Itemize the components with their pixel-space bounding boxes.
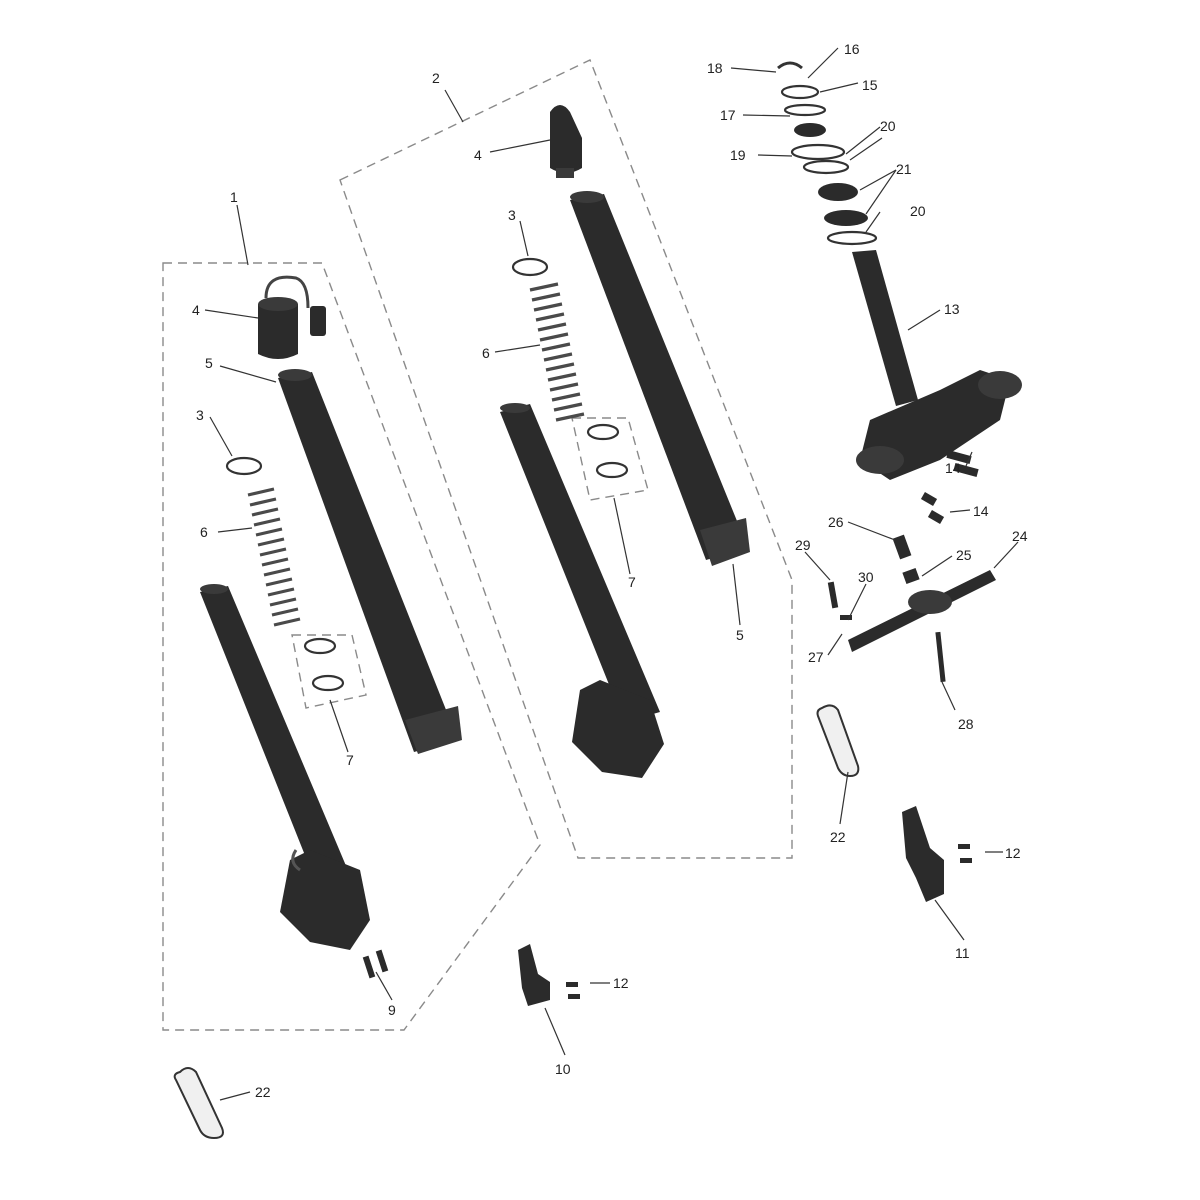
callout-16: 16 — [844, 41, 860, 57]
callout-30: 30 — [858, 569, 874, 585]
callout-26: 26 — [828, 514, 844, 530]
callout-14-upper: 14 — [945, 460, 961, 476]
callout-29: 29 — [795, 537, 811, 553]
callout-13: 13 — [944, 301, 960, 317]
part-7-left-outline — [291, 634, 367, 709]
bushing-left-lower — [311, 674, 345, 692]
o-ring-left — [225, 456, 263, 476]
decal-22-upper — [816, 704, 860, 778]
callout-2: 2 — [432, 70, 440, 86]
callout-4-left: 4 — [192, 302, 200, 318]
callout-14-lower: 14 — [973, 503, 989, 519]
callout-19: 19 — [730, 147, 746, 163]
decal-22-lower — [173, 1067, 224, 1140]
callout-3-left: 3 — [196, 407, 204, 423]
callout-9: 9 — [388, 1002, 396, 1018]
part-7-right-outline — [571, 417, 649, 501]
callout-1: 1 — [230, 189, 238, 205]
o-ring-right — [511, 257, 549, 277]
fork-inner-tube-left — [200, 584, 370, 950]
callout-25: 25 — [956, 547, 972, 563]
leader-lines — [204, 47, 1019, 1101]
clamp-10 — [518, 944, 580, 1006]
callout-6-left: 6 — [200, 524, 208, 540]
fork-spring-left — [247, 487, 301, 627]
callout-20-lower: 20 — [910, 203, 926, 219]
callout-4-right: 4 — [474, 147, 482, 163]
assembly-2-outline — [339, 59, 793, 859]
steering-damper-parts — [827, 534, 996, 683]
callout-22-lower: 22 — [255, 1084, 271, 1100]
fork-cap-sensor-left — [258, 275, 326, 359]
bolts-9 — [362, 949, 389, 979]
callout-6-right: 6 — [482, 345, 490, 361]
callout-17: 17 — [720, 107, 736, 123]
fork-inner-tube-right — [500, 403, 664, 778]
callout-27: 27 — [808, 649, 824, 665]
callout-20-upper: 20 — [880, 118, 896, 134]
bushing-left-upper — [303, 637, 337, 655]
callout-11: 11 — [955, 945, 970, 961]
bushing-right-upper — [586, 423, 620, 441]
callout-7-left: 7 — [346, 752, 354, 768]
callout-labels: 1 2 3 3 4 4 5 5 6 6 7 7 9 10 11 12 12 13… — [192, 41, 1028, 1100]
callout-22-upper: 22 — [830, 829, 846, 845]
callout-12-upper: 12 — [1005, 845, 1021, 861]
callout-24: 24 — [1012, 528, 1028, 544]
fork-outer-tube-left — [278, 369, 462, 754]
fork-cap-right — [550, 105, 582, 178]
steering-stem-parts — [777, 61, 1022, 524]
callout-18: 18 — [707, 60, 723, 76]
callout-10: 10 — [555, 1061, 571, 1077]
bushing-right-lower — [595, 461, 629, 479]
fork-spring-right — [529, 282, 585, 422]
callout-5-right: 5 — [736, 627, 744, 643]
clamp-11 — [902, 806, 972, 902]
callout-3-right: 3 — [508, 207, 516, 223]
callout-5-left: 5 — [205, 355, 213, 371]
callout-28: 28 — [958, 716, 974, 732]
callout-15: 15 — [862, 77, 878, 93]
fork-outer-tube-right — [570, 191, 750, 566]
callout-21: 21 — [896, 161, 912, 177]
callout-7-right: 7 — [628, 574, 636, 590]
callout-12-lower: 12 — [613, 975, 629, 991]
